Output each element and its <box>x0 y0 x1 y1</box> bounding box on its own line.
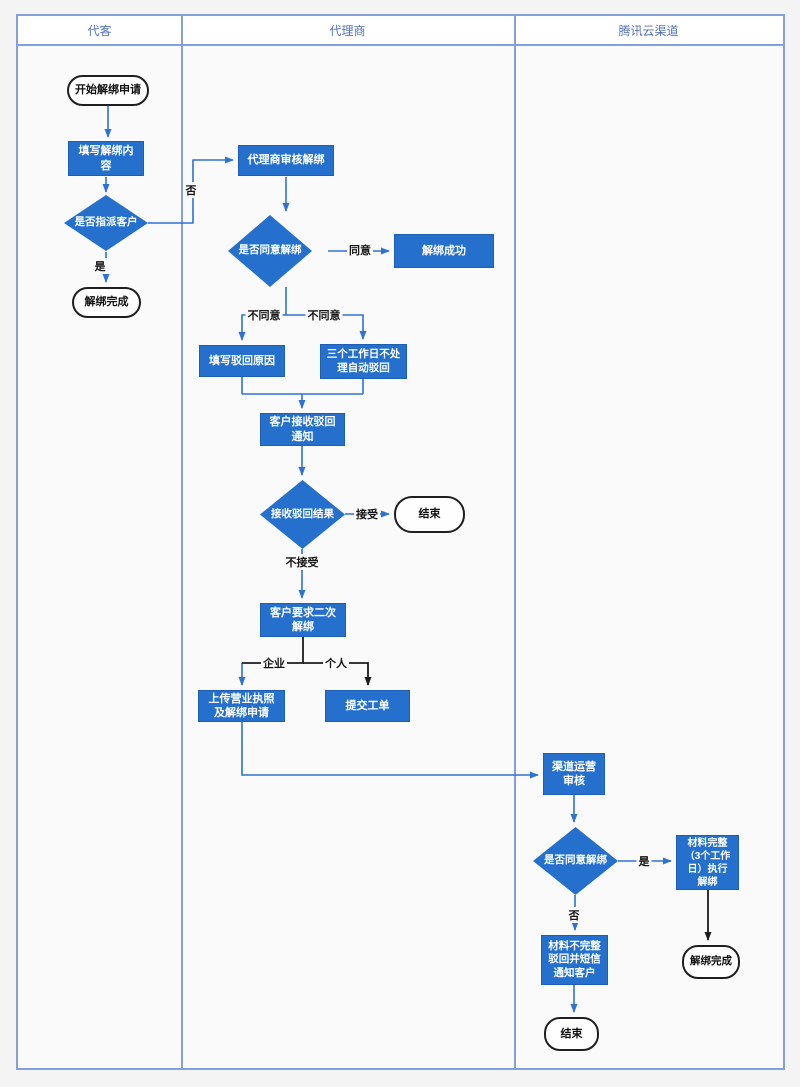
edge-label-no: 否 <box>183 182 199 198</box>
process-submit-ticket: 提交工单 <box>325 690 410 722</box>
process-fill-unbind-content: 填写解绑内 容 <box>68 141 144 176</box>
edge-label-no-channel: 否 <box>566 907 582 923</box>
start-unbind-application: 开始解绑申请 <box>67 75 149 106</box>
process-channel-operation-review: 渠道运营 审核 <box>543 753 605 795</box>
edge-label-enterprise: 企业 <box>261 655 287 671</box>
process-fill-reject-reason: 填写驳回原因 <box>199 345 285 377</box>
edge-label-not-accept: 不接受 <box>283 554 321 570</box>
terminator-end-agent-lane: 结束 <box>394 496 465 533</box>
process-incomplete-material-reject-sms: 材料不完整 驳回并短信 通知客户 <box>541 935 608 985</box>
process-customer-request-second-unbind: 客户要求二次 解绑 <box>260 603 346 637</box>
edge-label-individual: 个人 <box>323 655 349 671</box>
edge-label-disagree-right: 不同意 <box>305 307 343 323</box>
process-unbind-success: 解绑成功 <box>394 234 494 268</box>
edge-label-disagree-left: 不同意 <box>245 307 283 323</box>
terminator-unbind-complete: 解绑完成 <box>72 287 141 318</box>
process-complete-material-execute-unbind: 材料完整 （3个工作 日）执行 解绑 <box>676 835 739 890</box>
lane-divider-2 <box>514 16 516 1068</box>
edge-label-accept: 接受 <box>354 506 380 522</box>
process-agent-review-unbind: 代理商审核解绑 <box>238 145 334 176</box>
edge-label-agree: 同意 <box>347 242 373 258</box>
lane-header-row: 代客 代理商 腾讯云渠道 <box>18 16 783 46</box>
terminator-end-channel: 结束 <box>544 1017 599 1051</box>
edge-label-yes-channel: 是 <box>636 853 652 869</box>
black-connectors <box>242 637 712 941</box>
process-auto-reject-3-workdays: 三个工作日不处 理自动驳回 <box>320 344 407 379</box>
process-upload-business-license: 上传营业执照 及解绑申请 <box>198 690 285 722</box>
edge-label-yes: 是 <box>92 258 108 274</box>
swimlane-diagram: 代客 代理商 腾讯云渠道 <box>16 14 785 1070</box>
lane-divider-1 <box>181 16 183 1068</box>
lane-header-agent: 代理商 <box>329 23 366 38</box>
process-customer-receive-reject-notice: 客户接收驳回 通知 <box>260 413 345 446</box>
lane-header-daike: 代客 <box>87 23 112 38</box>
terminator-unbind-complete-channel: 解绑完成 <box>682 945 740 979</box>
lane-header-tencent-cloud-channel: 腾讯云渠道 <box>618 23 679 38</box>
